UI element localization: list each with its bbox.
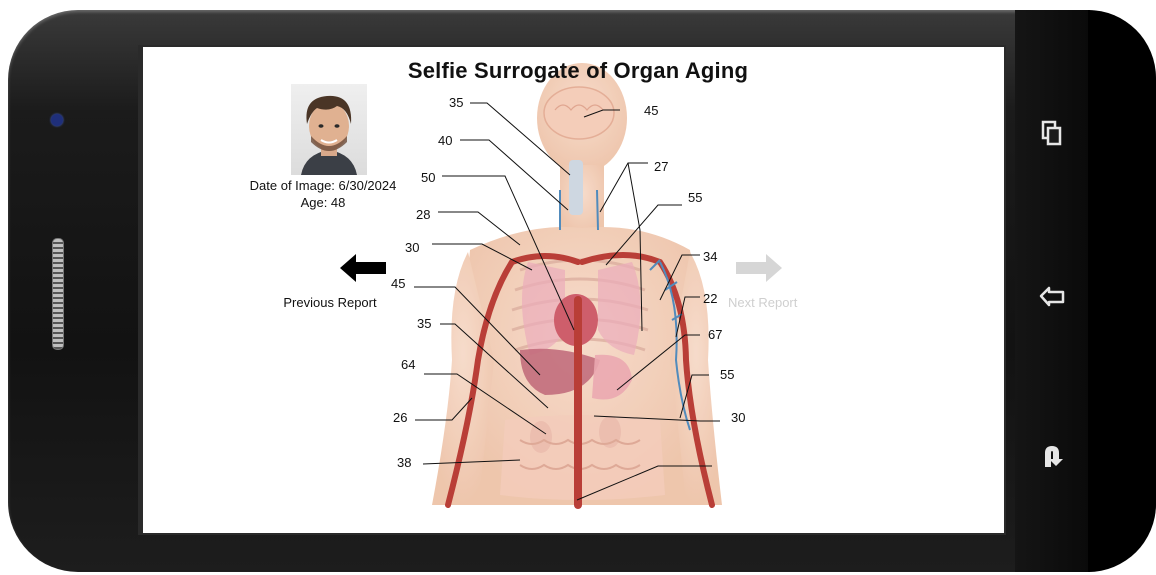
organ-age-trachea: 27 [654, 159, 668, 174]
organ-age-liver: 45 [391, 276, 405, 291]
arrow-left-icon [338, 252, 388, 284]
organ-age-brain: 35 [449, 95, 463, 110]
portrait-image [291, 84, 367, 175]
organ-age-lung-right: 55 [688, 190, 702, 205]
organ-age-brain-right: 45 [644, 103, 658, 118]
organ-age-aorta: 50 [421, 170, 435, 185]
organ-age-spleen: 67 [708, 327, 722, 342]
organ-age-kidney-right: 64 [401, 357, 415, 372]
arrow-right-icon [734, 252, 784, 284]
organ-age-colon: 38 [397, 455, 411, 470]
organ-age-thyroid: 40 [438, 133, 452, 148]
organ-age-artery-left-arm: 34 [703, 249, 717, 264]
age-text: Age: 48 [238, 194, 408, 211]
organ-age-stomach: 35 [417, 316, 431, 331]
organ-age-vein-left-arm: 22 [703, 291, 717, 306]
image-date: Date of Image: 6/30/2024 [238, 177, 408, 194]
next-report-label[interactable]: Next Report [728, 295, 818, 310]
previous-report-label[interactable]: Previous Report [275, 295, 385, 310]
organ-age-kidney-left: 30 [731, 410, 745, 425]
organ-age-forearm: 26 [393, 410, 407, 425]
selfie-photo [291, 84, 367, 175]
organ-age-shoulder: 30 [405, 240, 419, 255]
organ-age-hand: 55 [720, 367, 734, 382]
organ-age-clavicle: 28 [416, 207, 430, 222]
page-title: Selfie Surrogate of Organ Aging [0, 58, 1156, 84]
